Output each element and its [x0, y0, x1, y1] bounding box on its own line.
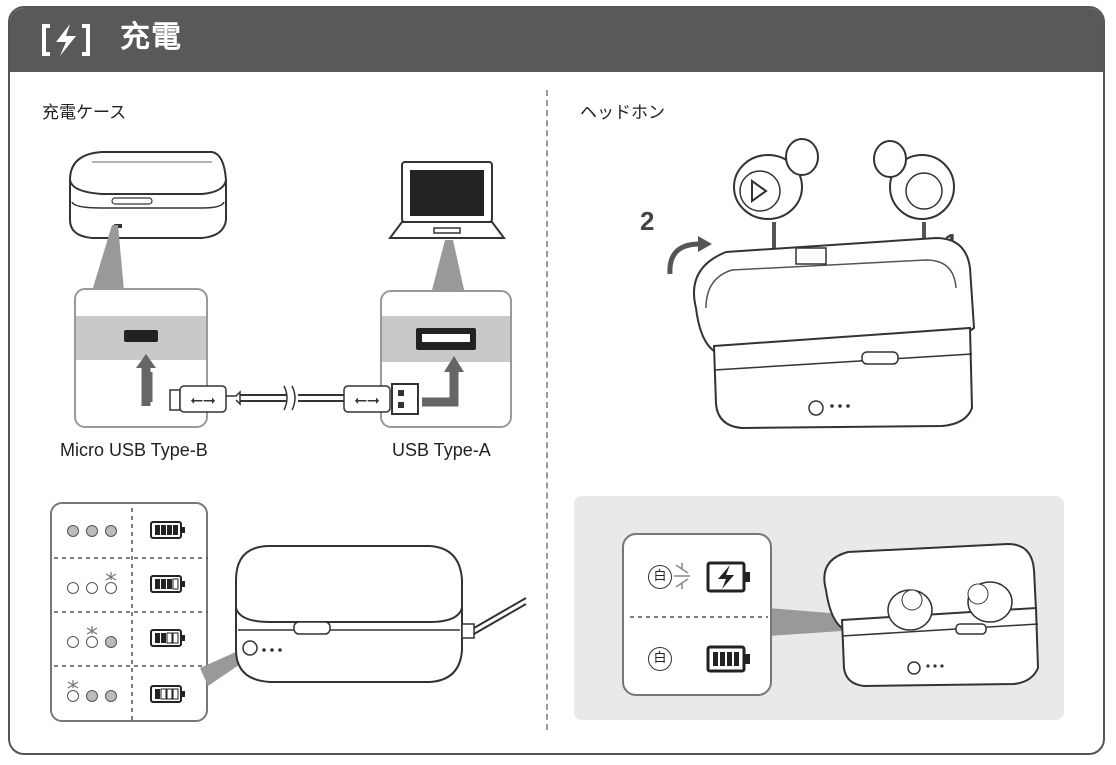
earbud-right-icon [873, 140, 955, 220]
led-dots-icon [67, 626, 117, 648]
case-section-label: 充電ケース [42, 103, 127, 122]
svg-text:⭠⭢: ⭠⭢ [190, 392, 216, 409]
white-led-indicator: 白 [648, 565, 672, 589]
led-dots-icon [67, 680, 117, 702]
white-led-indicator: 白 [648, 647, 672, 671]
blink-icon [674, 563, 690, 589]
page-title: 充電 [120, 21, 182, 54]
zoom-pointer-laptop [431, 240, 465, 294]
battery-indicator-table [50, 502, 208, 722]
battery-three-quarter-icon [150, 575, 185, 593]
open-case-illustration [693, 236, 976, 430]
battery-low-icon [150, 685, 185, 703]
battery-half-icon [150, 629, 185, 647]
usb-cable: ⭠⭢ ⭠⭢ [143, 372, 419, 415]
svg-text:⭠⭢: ⭠⭢ [354, 392, 380, 409]
led-dots-icon [67, 572, 117, 594]
micro-usb-label: Micro USB Type-B [60, 440, 208, 460]
table-row [52, 666, 210, 722]
step-2-number: 2 [640, 206, 655, 236]
battery-charging-icon [706, 561, 750, 593]
section-divider [546, 90, 548, 730]
headphone-section-label: ヘッドホン [580, 103, 665, 122]
charging-case-with-cable [235, 545, 527, 683]
battery-full-icon [706, 645, 750, 673]
battery-full-icon [150, 521, 185, 539]
table-row [52, 612, 210, 666]
charging-icon [42, 24, 90, 56]
zoom-pointer-case [92, 225, 124, 291]
earbud-left-icon [733, 138, 819, 220]
case-with-earbuds-illustration [823, 542, 1040, 688]
header-bar: 充電 [10, 8, 1103, 72]
table-row [52, 504, 210, 558]
led-dots-icon [67, 525, 117, 537]
rotate-arrow-icon [667, 236, 712, 275]
led-divider [630, 616, 768, 618]
table-grid [54, 508, 208, 720]
table-row [52, 558, 210, 612]
headphone-led-box: 白 白 [622, 533, 772, 696]
laptop-icon [388, 161, 506, 239]
usb-a-label: USB Type-A [392, 440, 491, 460]
charging-case-illustration [69, 151, 227, 239]
